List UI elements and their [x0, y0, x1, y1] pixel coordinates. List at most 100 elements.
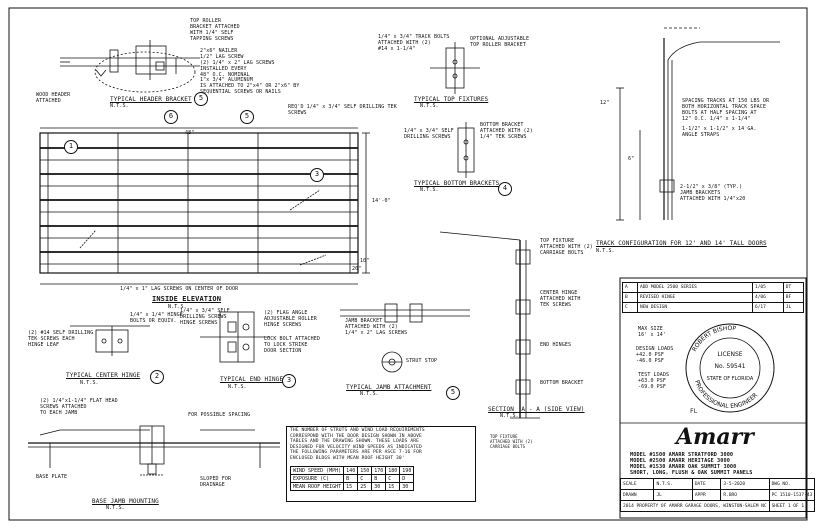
- spec-note: THE NUMBER OF STRUTS AND WIND LOAD REQUI…: [290, 428, 425, 461]
- wind-table-label: WIND SPEED (MPH): [289, 466, 345, 475]
- title-header-bracket: TYPICAL HEADER BRACKET: [110, 96, 192, 103]
- seal-license: LICENSE: [717, 351, 742, 358]
- wind-table-cell: 190: [399, 466, 415, 475]
- title-jamb-attachment: TYPICAL JAMB ATTACHMENT: [346, 384, 432, 391]
- callout-top-fixture-2: OPTIONAL ADJUSTABLE TOP ROLLER BRACKET: [470, 36, 530, 48]
- title-line-2: MODEL #2500 AMARR HERITAGE 3000: [630, 458, 730, 464]
- revision-cell: BF: [782, 292, 805, 303]
- spec-box: [286, 426, 476, 502]
- section-a-a: [439, 231, 540, 419]
- revision-cell: 4/06: [751, 292, 784, 303]
- dim-20: 20": [352, 266, 362, 272]
- wind-table-cell: 140: [343, 466, 359, 475]
- title-base-jamb: BASE JAMB MOUNTING: [92, 498, 159, 505]
- title-bottom-brackets: TYPICAL BOTTOM BRACKETS: [414, 180, 500, 187]
- title-center-hinge: TYPICAL CENTER HINGE: [66, 372, 141, 379]
- dim-track-12: 12": [600, 100, 610, 106]
- scale-track-configuration: N.T.S.: [596, 248, 615, 254]
- revision-cell: A: [622, 282, 638, 293]
- detail-bubble-2: 2: [150, 370, 164, 384]
- title-end-hinges: TYPICAL END HINGES: [220, 376, 287, 383]
- callout-top-fixture-1: 1/4" x 3/4" TRACK BOLTS ATTACHED WITH (2…: [378, 34, 450, 52]
- callout-center-hinge-1: (2) #14 SELF DRILLING TEK SCREWS EACH HI…: [28, 330, 94, 348]
- wind-table-cell: D: [399, 474, 415, 483]
- title-track-configuration: TRACK CONFIGURATION FOR 12' AND 14' TALL…: [596, 240, 767, 247]
- detail-bubble-4: 4: [498, 182, 512, 196]
- wind-table-cell: C: [385, 474, 401, 483]
- callout-end-hinge-2: (2) FLAG ANGLE ADJUSTABLE ROLLER HINGE S…: [264, 310, 317, 328]
- scale-value: N.T.S.: [653, 478, 693, 490]
- scale-header-bracket: N.T.S.: [110, 103, 129, 109]
- callout-header-2: 2"x6" NAILER 1/2" LAG SCREW (2) 1/4" x 2…: [200, 48, 275, 78]
- dim-48: 48": [185, 130, 195, 136]
- design-loads: DESIGN LOADS +42.0 PSF -46.0 PSF: [636, 346, 674, 364]
- callout-jamb-1: JAMB BRACKET ATTACHED WITH (2) 1/4" x 2"…: [345, 318, 408, 336]
- title-top-fixtures: TYPICAL TOP FIXTURES: [414, 96, 489, 103]
- callout-header-1: TOP ROLLER BRACKET ATTACHED WITH 1/4" SE…: [190, 18, 240, 42]
- callout-end-hinge-3: LOCK BOLT ATTACHED TO LOCK STRIKE DOOR S…: [264, 336, 320, 354]
- dwg-label: DWG NO.: [768, 478, 816, 490]
- revision-cell: DT: [782, 282, 805, 293]
- drawn-value: JL: [653, 489, 693, 501]
- detail-bubble-1: 1: [64, 140, 78, 154]
- scale-center-hinge: N.T.S.: [80, 380, 99, 386]
- callout-bottom-1: BOTTOM BRACKET ATTACHED WITH (2) 1/4" TE…: [480, 122, 533, 140]
- title-inside-elevation: INSIDE ELEVATION: [152, 295, 222, 303]
- detail-bubble-5b: 5: [446, 386, 460, 400]
- inside-elevation-door: [39, 127, 370, 285]
- callout-center-hinge-2: 1/4" x 1/4" HINGE BOLTS OR EQUIV.: [130, 312, 183, 324]
- title-section: SECTION A - A (SIDE VIEW): [488, 406, 585, 413]
- base-jamb-detail: [28, 425, 280, 476]
- wind-table-cell: 30: [399, 482, 415, 491]
- elevation-note: REQ'D 1/4" x 3/4" SELF DRILLING TEK SCRE…: [288, 104, 397, 116]
- title-line-3: MODEL #1530 AMARR OAK SUMMIT 3000: [630, 464, 737, 470]
- wind-table-cell: B: [371, 474, 387, 483]
- callout-track-1: SPACING TRACKS AT 150 LBS OR BOTH HORIZO…: [682, 98, 770, 122]
- callout-header-4: WOOD HEADER ATTACHED: [36, 92, 71, 104]
- seal-state: STATE OF FLORIDA: [707, 376, 754, 382]
- callout-base-1: (2) 1/4"x1-1/4" FLAT HEAD SCREWS ATTACHE…: [40, 398, 118, 416]
- revision-cell: REVISED HINGE: [636, 292, 753, 303]
- callout-section-3: END HINGES: [540, 342, 572, 348]
- wind-table-cell: 180: [385, 466, 401, 475]
- sheet-border: [8, 7, 808, 521]
- scale-base-jamb: N.T.S.: [106, 505, 125, 511]
- wind-table-cell: 15: [385, 482, 401, 491]
- revision-cell: B: [622, 292, 638, 303]
- callout-track-3: 2-1/2" x 3/8" (TYP.) JAMB BRACKETS ATTAC…: [680, 184, 746, 202]
- seal-bottom-text: PROFESSIONAL ENGINEER: [693, 379, 759, 410]
- revision-cell: ADD MODEL 2500 SERIES: [636, 282, 753, 293]
- title-line-4: SHORT, LONG, FLUSH & OAK SUMMIT PANELS: [630, 470, 753, 476]
- amarr-logo: Amarr: [676, 424, 754, 450]
- drawn-label: DRAWN: [619, 489, 655, 501]
- revision-cell: JL: [782, 302, 805, 313]
- scale-label: SCALE: [619, 478, 655, 490]
- jamb-attachment-detail: [340, 303, 470, 373]
- wind-table-cell: B: [343, 474, 359, 483]
- test-loads: TEST LOADS +63.0 PSF -69.0 PSF: [638, 372, 670, 390]
- callout-track-2: 1-1/2" x 1-1/2" x 14 GA. ANGLE STRAPS: [682, 126, 757, 138]
- detail-bubble-5: 5: [240, 110, 254, 124]
- scale-inside-elevation: N.T.S.: [168, 304, 187, 310]
- appr-value: R.BRO: [720, 489, 770, 501]
- revision-cell: NEW DESIGN: [636, 302, 753, 313]
- detail-bubble-3: 3: [310, 168, 324, 182]
- sheet-number: SHEET 1 OF 1: [768, 500, 816, 512]
- date-label: DATE: [691, 478, 722, 490]
- max-size: MAX SIZE 16' x 14': [638, 326, 666, 338]
- callout-base-3: SLOPED FOR DRAINAGE: [200, 476, 232, 488]
- title-block-table: SCALE N.T.S. DATE 3-5-2020 DWG NO. DRAWN…: [619, 478, 816, 512]
- callout-section-1: TOP FIXTURE ATTACHED WITH (2) CARRIAGE B…: [540, 238, 593, 256]
- header-bracket-detail: [60, 40, 200, 93]
- callout-base-4: FOR POSSIBLE SPACING: [188, 412, 251, 418]
- dim-track-6: 6": [628, 156, 635, 162]
